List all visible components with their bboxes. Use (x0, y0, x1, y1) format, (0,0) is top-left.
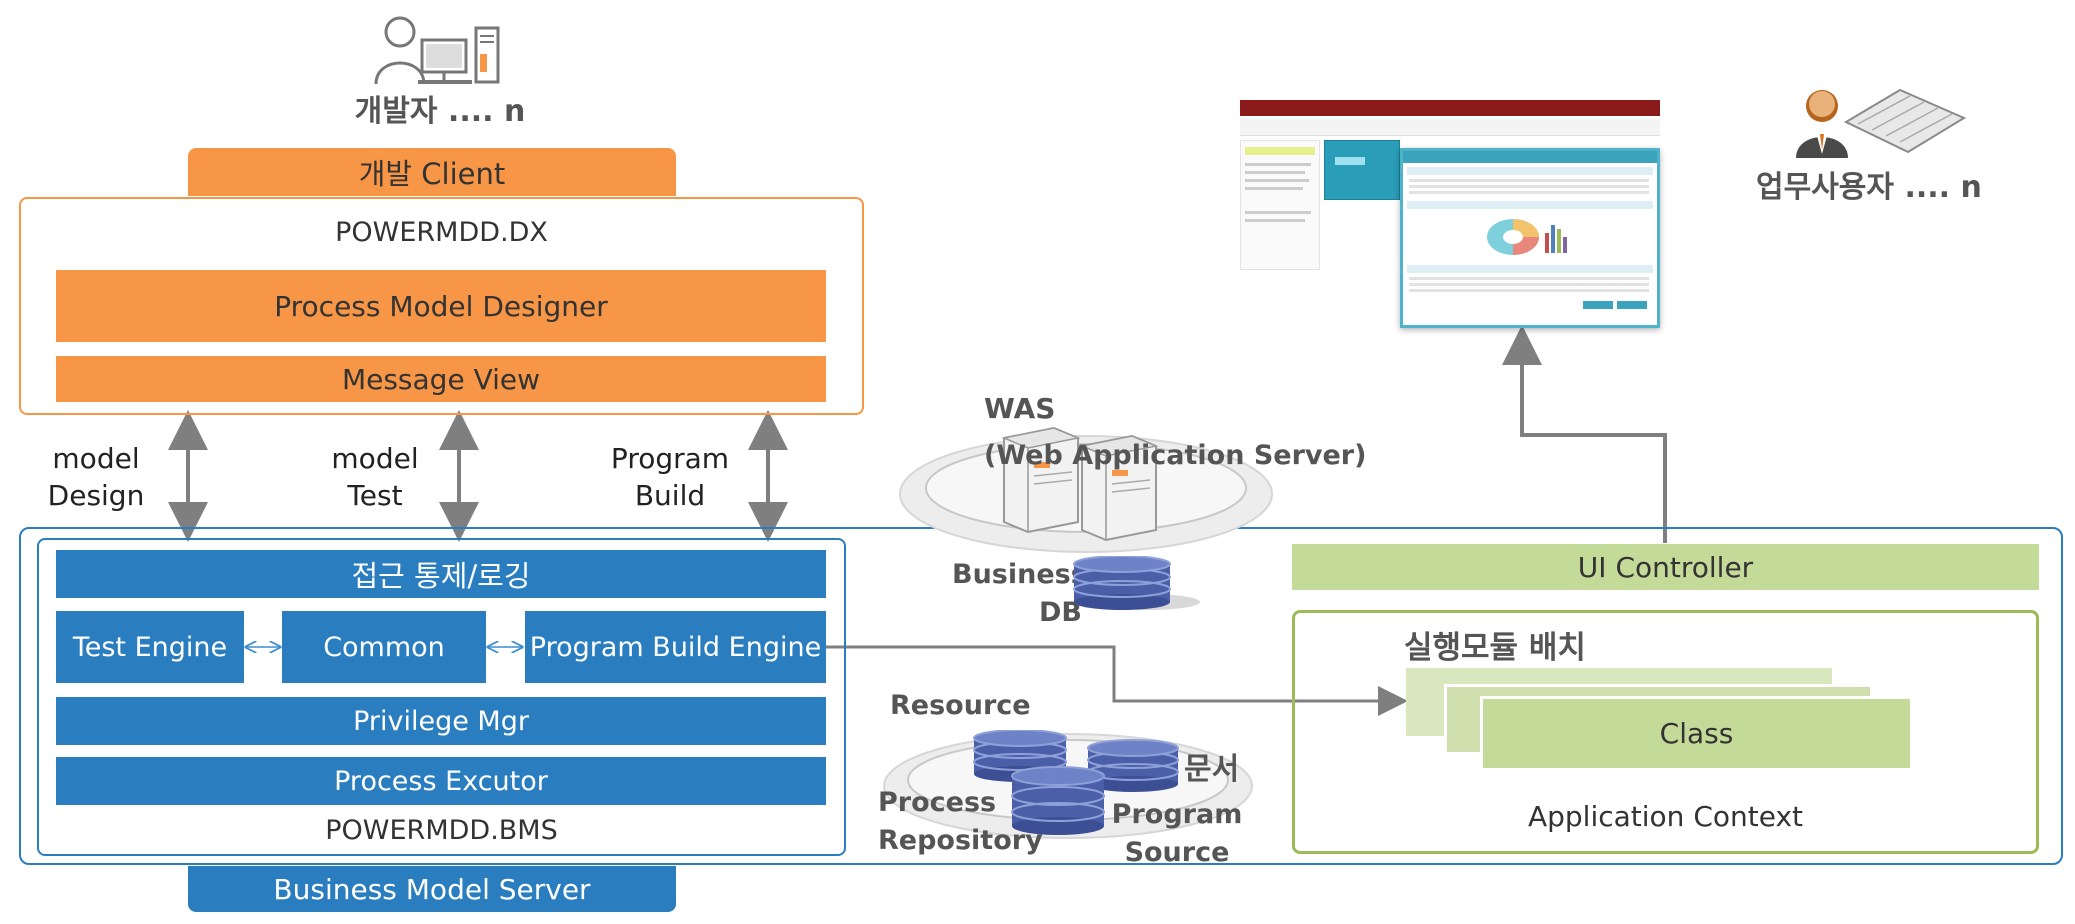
program-build-label: Program Build (610, 442, 730, 512)
test-engine: Test Engine (56, 611, 244, 683)
developer-label: 개발자 .... n (354, 94, 526, 129)
screenshot-donut-chart (1487, 219, 1567, 255)
resource-label: Resource (890, 690, 1031, 721)
screenshot-login-panel (1324, 140, 1400, 200)
process-repository-label: Process Repository (878, 787, 1043, 856)
access-control-logging: 접근 통제/로깅 (56, 550, 826, 598)
business-model-server-tab: Business Model Server (188, 866, 676, 912)
screenshot-toolbar (1240, 118, 1660, 136)
model-test-label: model Test (331, 442, 419, 512)
build-deploy-arrow (824, 645, 1408, 716)
database-icon (1073, 556, 1200, 610)
user-keyboard-icon (1796, 88, 1967, 158)
screenshot-topbar (1240, 100, 1660, 116)
process-executor: Process Excutor (56, 757, 826, 805)
dev-client-container (19, 197, 864, 415)
bms-title: POWERMDD.BMS (325, 814, 558, 846)
common-module: Common (282, 611, 486, 683)
model-design-label: model Design (47, 442, 145, 512)
program-build-engine: Program Build Engine (525, 611, 826, 683)
program-source-label: Program Source (1111, 799, 1243, 868)
web-ui-screenshot (1240, 100, 1660, 330)
application-context-container (1292, 610, 2039, 854)
screenshot-sidebar (1240, 140, 1320, 270)
process-model-designer: Process Model Designer (56, 270, 826, 342)
application-context-label: Application Context (1527, 799, 1804, 833)
ui-controller-arrow (1502, 325, 1667, 543)
message-view: Message View (56, 356, 826, 402)
class-card: Class (1480, 696, 1910, 768)
privilege-mgr: Privilege Mgr (56, 697, 826, 745)
developer-computer-icon (374, 16, 500, 85)
dev-client-title: POWERMDD.DX (335, 216, 548, 248)
server-icon (1001, 426, 1159, 542)
ui-controller: UI Controller (1292, 544, 2039, 590)
screenshot-dashboard (1400, 148, 1660, 328)
dev-client-tab: 개발 Client (188, 148, 676, 196)
document-label: 문서 (1184, 752, 1240, 787)
business-db-label: Business DB (952, 559, 1087, 628)
bms-container (37, 538, 846, 856)
deploy-module-title: 실행모듈 배치 (1404, 630, 1586, 666)
was-title: WAS (984, 392, 1056, 425)
was-subtitle: (Web Application Server) (984, 440, 1367, 471)
repository-database-icon (973, 730, 1179, 835)
business-user-label: 업무사용자 .... n (1756, 170, 1982, 205)
